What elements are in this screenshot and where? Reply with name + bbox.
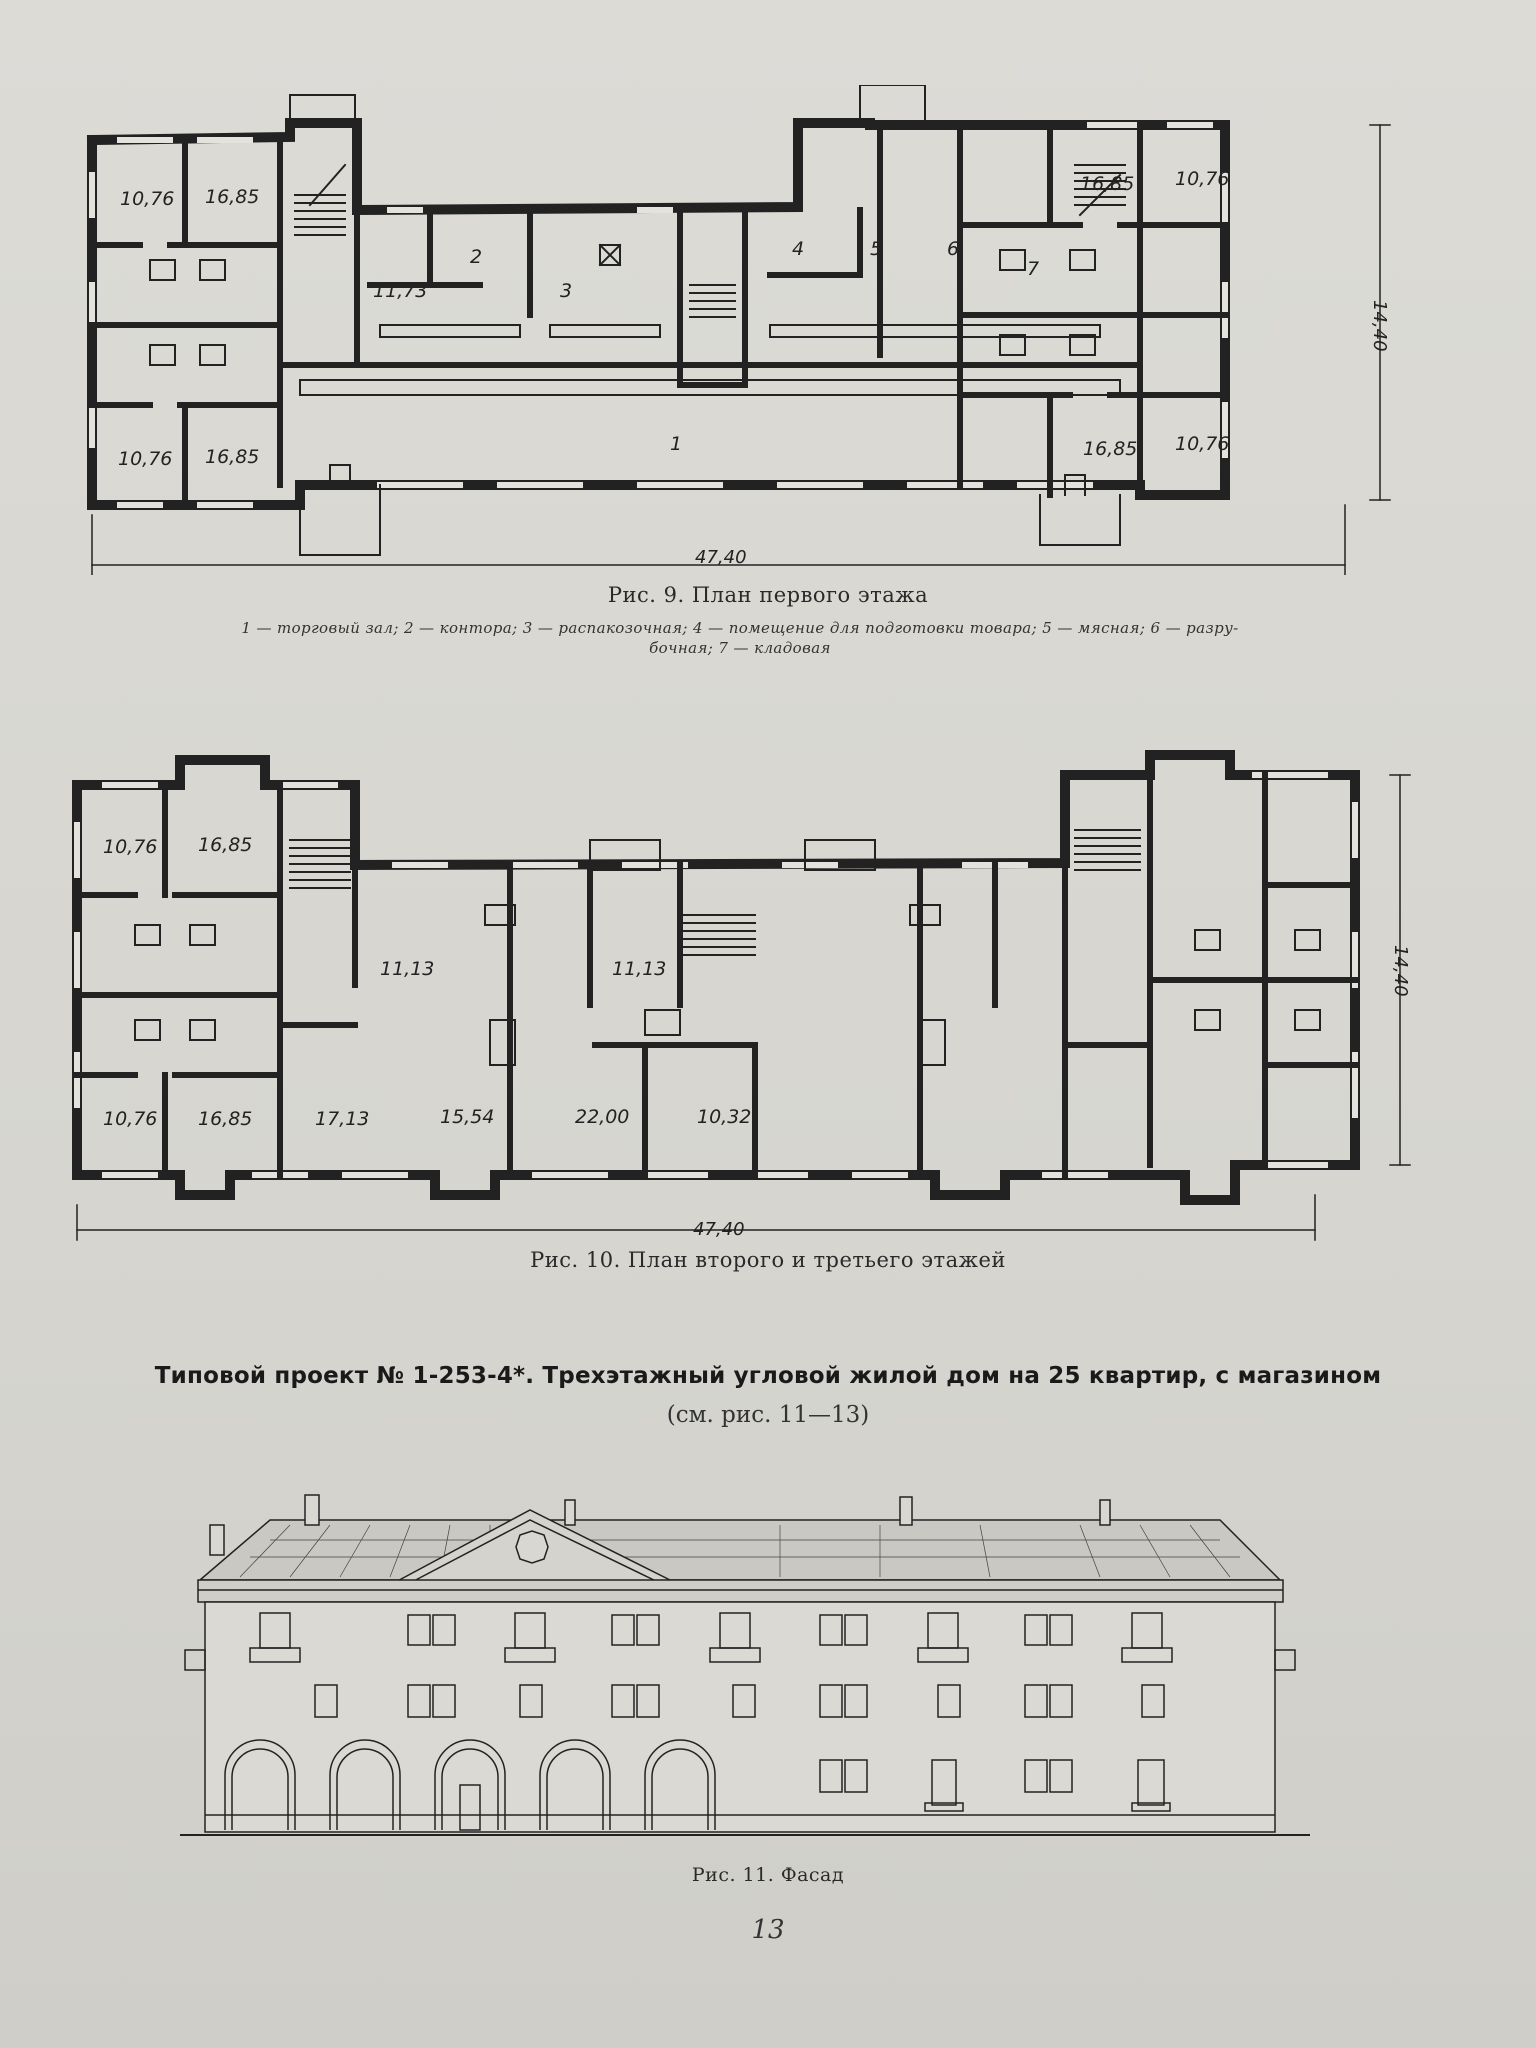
page-number: 13 [751, 1915, 785, 1945]
facade-drawing [180, 1494, 1310, 1836]
fig9-room-number: 2 [470, 246, 482, 268]
fig9-room-number: 5 [870, 238, 882, 260]
fig10-dimension-height: 14,40 [1390, 945, 1411, 997]
fig9-room-area: 16,85 [1083, 438, 1137, 460]
fig9-room-area: 16,85 [1080, 173, 1134, 195]
fig9-room-number: 6 [947, 238, 959, 260]
fig9-room-number: 3 [560, 280, 572, 302]
fig9-room-number: 4 [792, 238, 804, 260]
fig10-room-area: 10,76 [103, 1108, 157, 1130]
fig10-room-area: 11,13 [612, 958, 666, 980]
fig10-room-area: 10,76 [103, 836, 157, 858]
fig10-room-area: 10,32 [697, 1106, 751, 1128]
fig10-room-area: 16,85 [198, 1108, 252, 1130]
figure9-legend-line2: бочная; 7 — кладовая [649, 639, 831, 657]
fig9-room-number: 1 [670, 433, 682, 455]
fig9-room-number: 7 [1027, 258, 1039, 280]
section-heading: Типовой проект № 1-253-4*. Трехэтажный у… [154, 1363, 1382, 1389]
figure9-caption: Рис. 9. План первого этажа [607, 583, 929, 607]
fig9-room-area: 10,76 [1175, 168, 1229, 190]
fig9-dimension-width: 47,40 [695, 547, 747, 568]
fig10-room-area: 22,00 [575, 1106, 629, 1128]
fig9-room-area: 16,85 [205, 186, 259, 208]
section-subheading: (см. рис. 11—13) [666, 1402, 870, 1428]
fig10-room-area: 15,54 [440, 1106, 494, 1128]
figure9-legend-line1: 1 — торговый зал; 2 — контора; 3 — распа… [241, 619, 1239, 637]
fig9-room-area: 10,76 [1175, 433, 1229, 455]
fig9-dimension-height: 14,40 [1369, 300, 1390, 352]
figure11-caption: Рис. 11. Фасад [691, 1864, 845, 1886]
first-floor-plan: 10,76 16,85 10,76 16,85 11,73 10,76 10,7… [86, 85, 1391, 575]
fig10-room-area: 11,13 [380, 958, 434, 980]
figure9-legend: 1 — торговый зал; 2 — контора; 3 — распа… [150, 618, 1330, 658]
upper-floors-plan: 10,76 16,85 10,76 16,85 11,13 11,13 17,1… [72, 750, 1411, 1241]
fig9-room-area: 11,73 [373, 280, 427, 302]
fig10-room-area: 16,85 [198, 834, 252, 856]
fig9-room-area: 10,76 [120, 188, 174, 210]
fig9-room-area: 10,76 [118, 448, 172, 470]
fig10-room-area: 17,13 [315, 1108, 369, 1130]
figure10-caption: Рис. 10. План второго и третьего этажей [530, 1248, 1006, 1272]
fig9-room-area: 16,85 [205, 446, 259, 468]
fig10-dimension-width: 47,40 [693, 1219, 745, 1240]
